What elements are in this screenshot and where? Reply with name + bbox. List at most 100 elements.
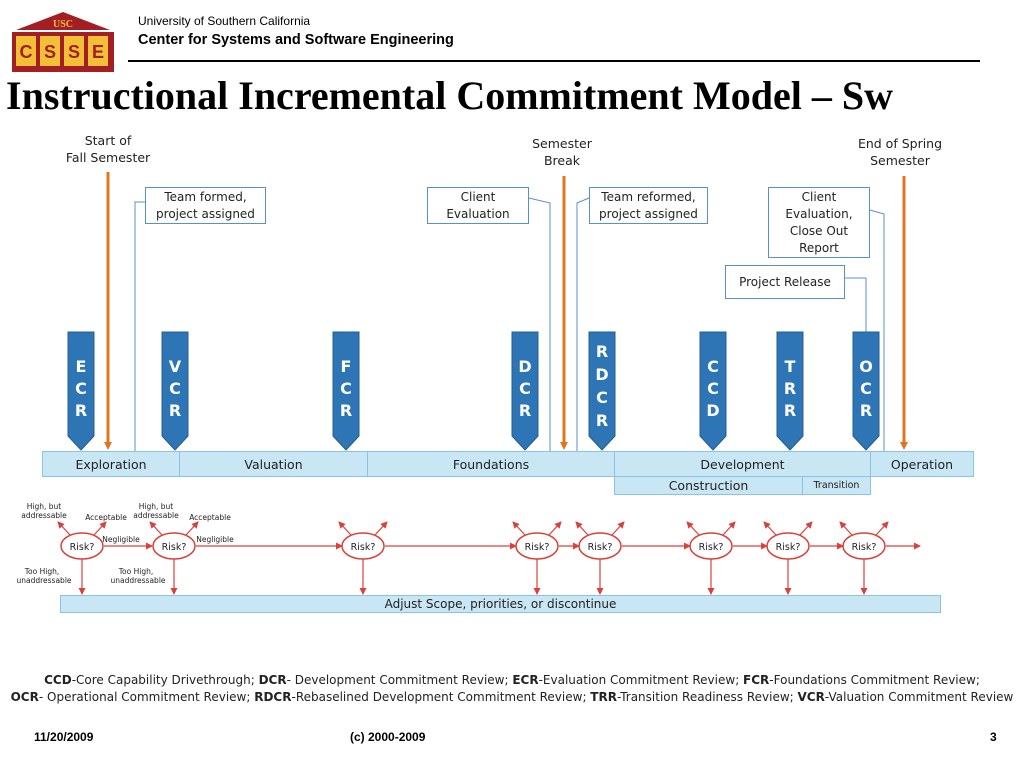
milestone-letter: C	[707, 357, 719, 376]
usc-logo: USC C S S E	[8, 8, 118, 76]
legend-def: -Rebaselined Development Commitment Revi…	[291, 690, 591, 704]
annotation-high: High, but	[27, 502, 62, 511]
legend-abbr: RDCR	[254, 690, 292, 704]
milestone-letter: C	[860, 379, 872, 398]
annotation-too-high: unaddressable	[110, 576, 165, 585]
legend-abbr: CCD	[44, 673, 72, 687]
legend-abbr: DCR	[258, 673, 287, 687]
milestone-letter: D	[595, 365, 608, 384]
connector-line	[845, 277, 867, 335]
risk-node: Risk?	[338, 521, 388, 595]
phase-operation: Operation	[870, 451, 974, 477]
milestone-letter: R	[784, 379, 796, 398]
project-release-note: Project Release	[725, 265, 845, 299]
legend-def: - Operational Commitment Review;	[38, 690, 255, 704]
annotation-acceptable: Acceptable	[85, 513, 127, 522]
milestone-ocr: O C R	[852, 331, 880, 451]
phase-foundations: Foundations	[367, 451, 615, 477]
footer-copyright: (c) 2000-2009	[350, 730, 426, 744]
risk-node: Risk?	[686, 521, 736, 595]
logo-letter: S	[68, 42, 80, 62]
annotation-negligible: Negligible	[102, 535, 140, 544]
milestone-letter: F	[341, 357, 352, 376]
milestone-diagram: E C R V C R F C R D C R R D C R C C D T …	[67, 172, 908, 452]
risk-node: Risk?	[575, 521, 625, 595]
milestone-letter: D	[706, 401, 719, 420]
milestone-dcr: D C R	[511, 331, 539, 451]
milestone-letter: C	[340, 379, 352, 398]
milestone-letter: C	[596, 388, 608, 407]
risk-node: Risk?	[149, 521, 199, 595]
annotation-high: addressable	[133, 511, 179, 520]
milestone-letter: C	[169, 379, 181, 398]
svg-text:Risk?: Risk?	[776, 542, 801, 553]
svg-text:Risk?: Risk?	[70, 542, 95, 553]
milestone-letter: R	[784, 401, 796, 420]
legend-def: - Development Commitment Review;	[286, 673, 513, 687]
risk-flow: Risk? Risk? Risk? Risk? Risk? Risk? Risk…	[16, 502, 921, 595]
milestone-letter: D	[518, 357, 531, 376]
center-name: Center for Systems and Software Engineer…	[138, 32, 454, 48]
annotation-acceptable: Acceptable	[189, 513, 231, 522]
legend-def: -Valuation Commitment Review	[824, 690, 1014, 704]
legend-def: -Evaluation Commitment Review;	[538, 673, 744, 687]
logo-letter: C	[20, 42, 33, 62]
annotation-high: addressable	[21, 511, 67, 520]
team-formed-note: Team formed,project assigned	[145, 187, 266, 224]
milestone-letter: C	[519, 379, 531, 398]
annotation-too-high: Too High,	[24, 567, 60, 576]
page-number: 3	[990, 730, 997, 744]
legend-abbr: OCR	[10, 690, 39, 704]
milestone-letter: E	[76, 357, 87, 376]
phase-valuation: Valuation	[179, 451, 368, 477]
svg-text:Risk?: Risk?	[525, 542, 550, 553]
legend-def: -Core Capability Drivethrough;	[71, 673, 259, 687]
university-name: University of Southern California	[138, 14, 311, 28]
risk-node: Risk?	[839, 521, 889, 595]
legend-line-1: CCD-Core Capability Drivethrough; DCR- D…	[0, 672, 1024, 689]
phase-construction: Construction	[614, 476, 803, 495]
logo-letter: S	[44, 42, 56, 62]
milestone-letter: R	[860, 401, 872, 420]
legend-abbr: FCR	[743, 673, 770, 687]
header-divider	[128, 60, 980, 62]
legend-abbr: ECR	[512, 673, 539, 687]
svg-text:Risk?: Risk?	[699, 542, 724, 553]
legend-def: -Foundations Commitment Review;	[769, 673, 980, 687]
legend-def: -Transition Readiness Review;	[616, 690, 798, 704]
milestone-letter: C	[707, 379, 719, 398]
logo-usc-text: USC	[53, 19, 73, 30]
legend-line-2: OCR- Operational Commitment Review; RDCR…	[0, 689, 1024, 706]
milestone-ecr: E C R	[67, 331, 95, 451]
svg-text:Risk?: Risk?	[852, 542, 877, 553]
team-reformed-note: Team reformed,project assigned	[589, 187, 708, 224]
phase-exploration: Exploration	[42, 451, 180, 477]
connector-line	[576, 197, 590, 452]
milestone-letter: R	[596, 411, 608, 430]
phase-development: Development	[614, 451, 871, 477]
risk-node: Risk?	[512, 521, 562, 595]
milestone-letter: C	[75, 379, 87, 398]
slide-title: Instructional Incremental Commitment Mod…	[6, 73, 893, 118]
annotation-too-high: unaddressable	[16, 576, 71, 585]
connector-line	[528, 197, 551, 452]
legend-abbr: TRR	[590, 690, 617, 704]
risk-node: Risk?	[57, 521, 107, 595]
milestone-ccd: C C D	[699, 331, 727, 451]
logo-letter: E	[92, 42, 104, 62]
adjust-scope-bar: Adjust Scope, priorities, or discontinue	[60, 595, 941, 613]
connector-line	[134, 201, 145, 452]
svg-text:Risk?: Risk?	[162, 542, 187, 553]
svg-text:Risk?: Risk?	[588, 542, 613, 553]
phase-transition: Transition	[802, 476, 871, 495]
connector-line	[869, 209, 885, 452]
milestone-vcr: V C R	[161, 331, 189, 451]
milestone-letter: R	[169, 401, 181, 420]
milestone-rdcr: R D C R	[588, 331, 616, 451]
milestone-letter: R	[519, 401, 531, 420]
milestone-letter: T	[785, 357, 796, 376]
